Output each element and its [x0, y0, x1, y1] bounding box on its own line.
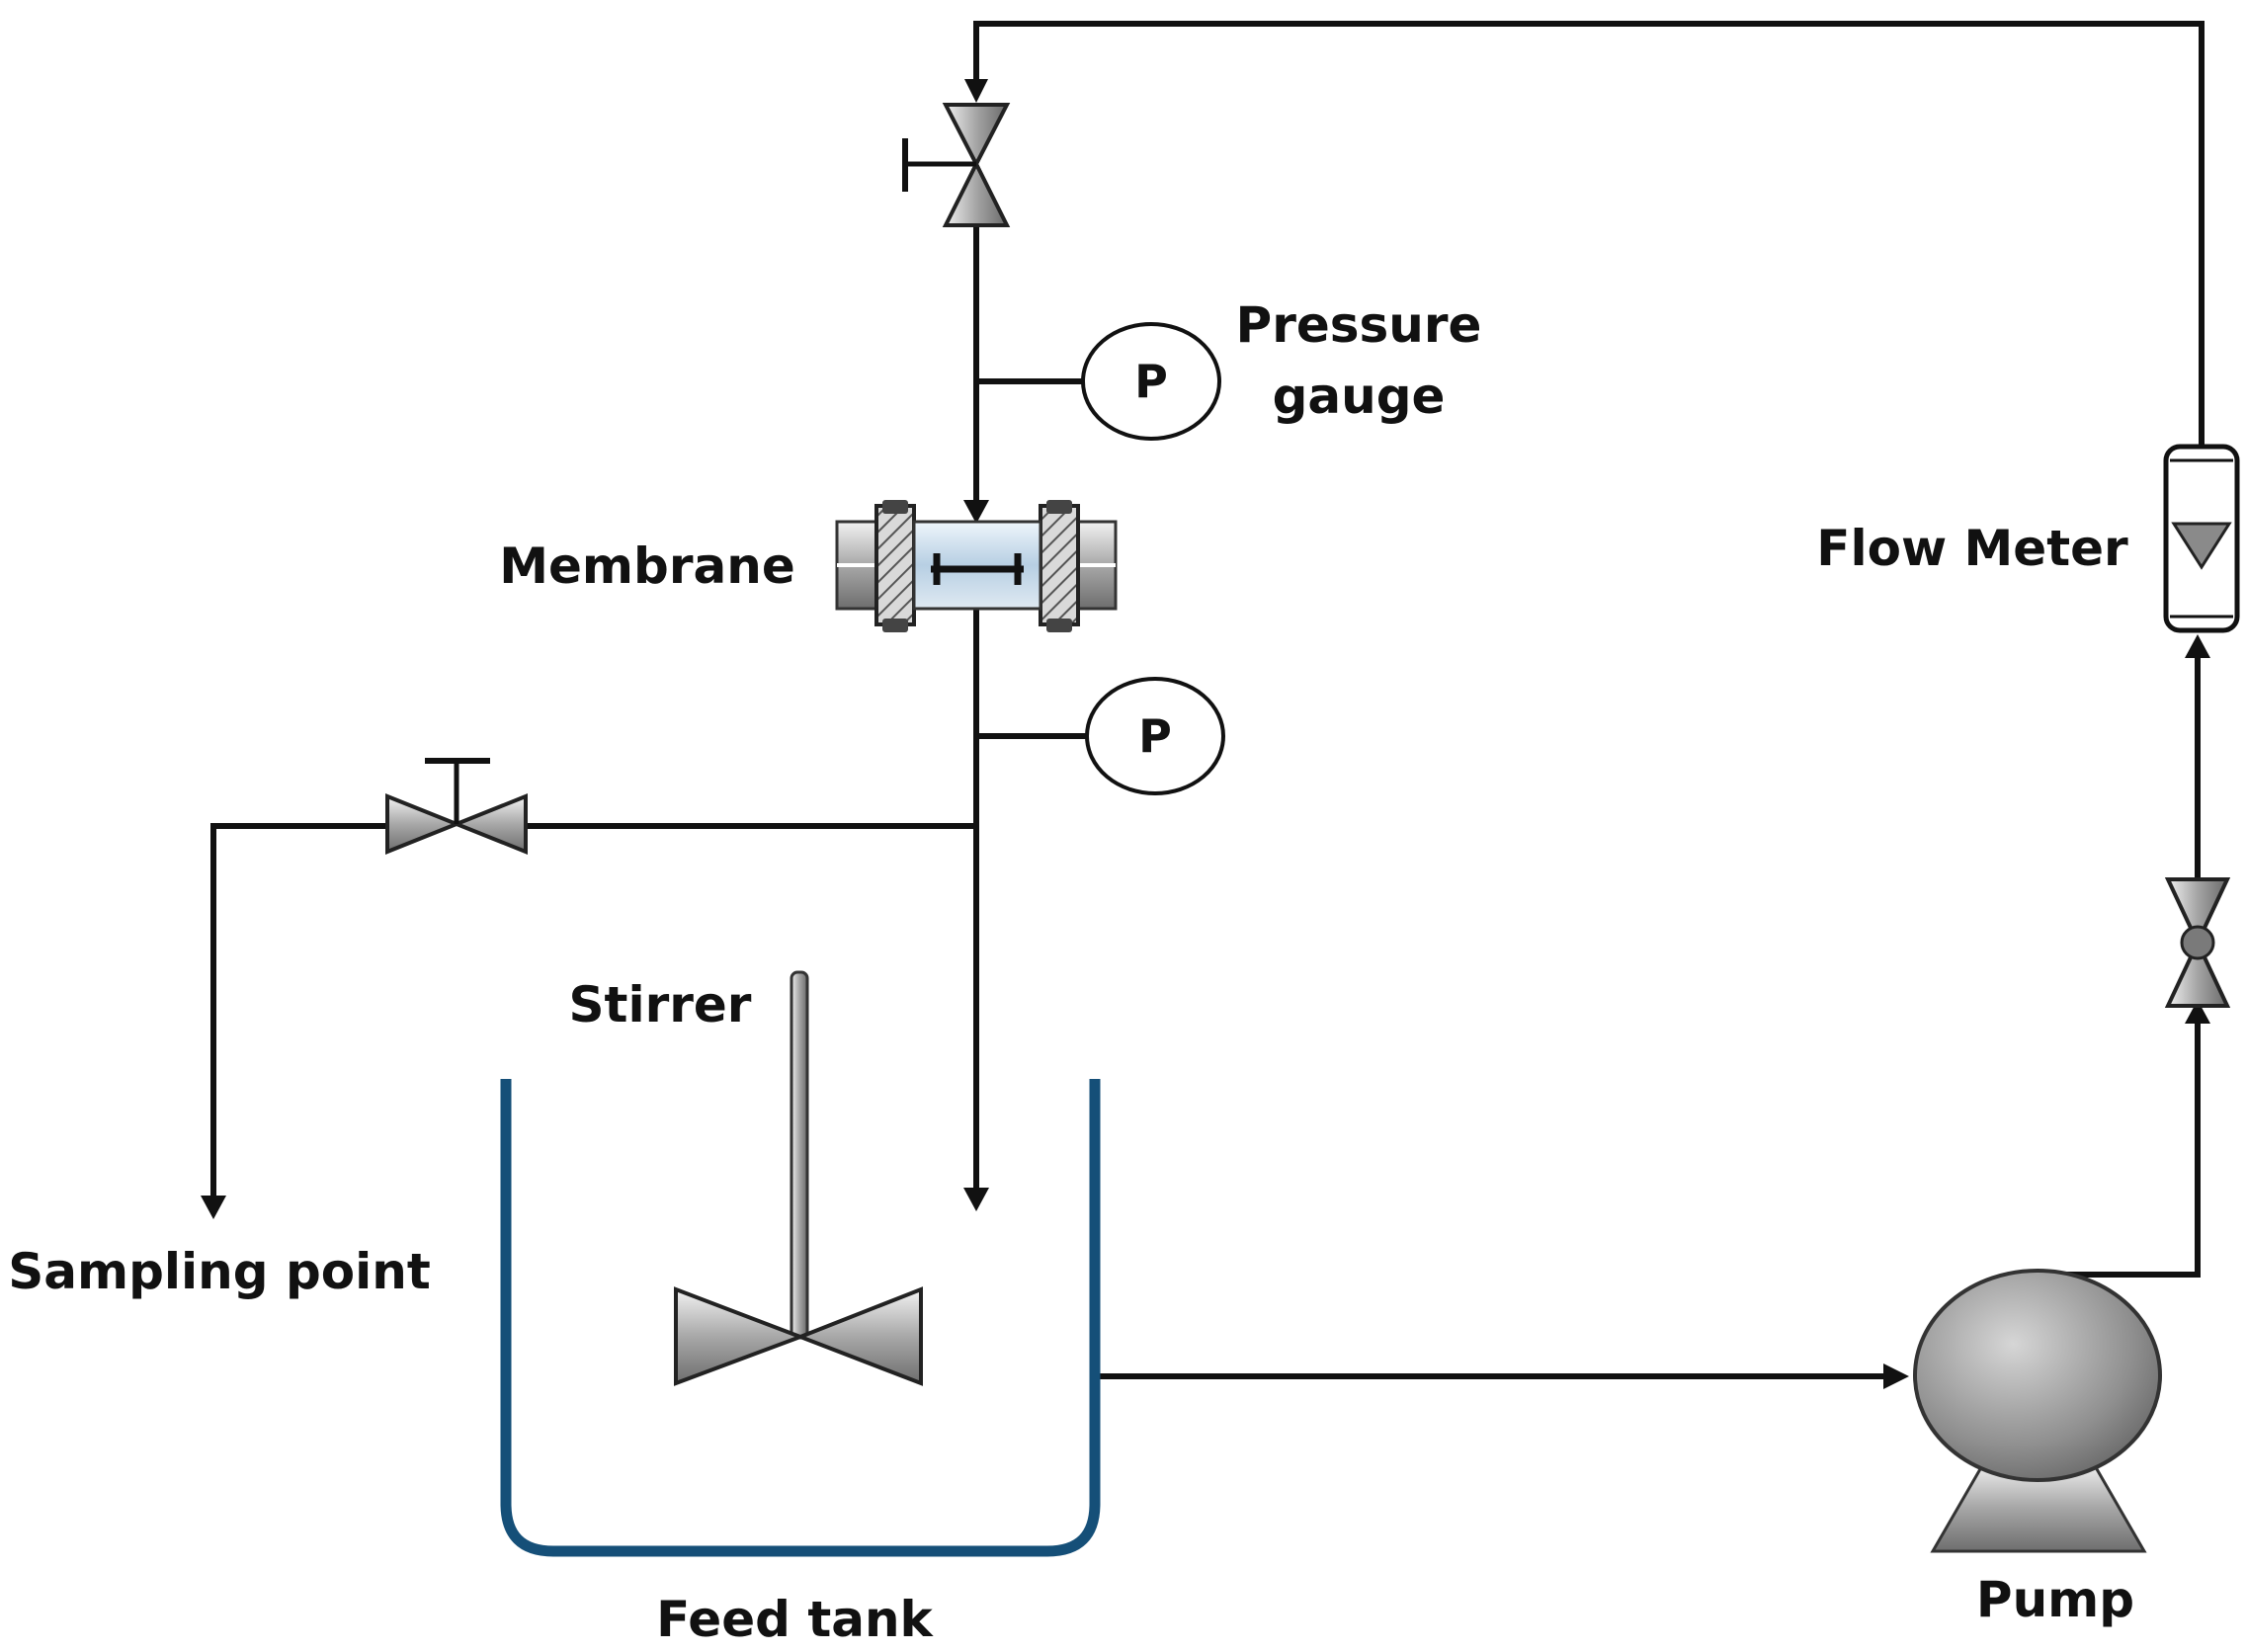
gauge-symbol: P: [1138, 709, 1172, 763]
sampling-point-label: Sampling point: [8, 1243, 431, 1300]
pump: [1913, 1269, 2162, 1553]
valve-body-upper: [2164, 877, 2231, 948]
pressure-gauge-label-line1: Pressure: [1236, 296, 1482, 354]
flange-bolt: [882, 500, 908, 514]
arrow-into-tank: [963, 1188, 989, 1211]
valve-body-left: [385, 793, 462, 855]
arrow-down-head: [964, 79, 988, 103]
membrane-label: Membrane: [499, 537, 794, 595]
valve-ball: [2180, 925, 2215, 960]
feed-tank: [500, 1079, 1101, 1557]
top-gate-valve[interactable]: [902, 103, 1011, 227]
gauge-circle: [1081, 322, 1221, 441]
valve-body-lower: [942, 159, 1011, 227]
pump-outlet-pipe: [2034, 1018, 2201, 1278]
gauge-symbol: P: [1134, 355, 1168, 408]
stirrer-blade-left: [674, 1286, 806, 1386]
arrow-to-sampling: [201, 1196, 226, 1219]
pressure-gauge-lower: P: [1085, 677, 1225, 795]
feed-tank-label: Feed tank: [656, 1591, 934, 1648]
valve-body-upper: [942, 103, 1011, 169]
stirrer: [674, 970, 923, 1386]
flange-bolt: [1046, 619, 1072, 632]
float-indicator: [2171, 522, 2232, 570]
arrow-into-membrane: [963, 500, 989, 524]
return-pipe: [973, 21, 2205, 451]
arrow-up-to-flowmeter: [2185, 634, 2210, 658]
pressure-gauge-label-line2: gauge: [1273, 368, 1446, 425]
arrow-up-to-valve: [2185, 1000, 2210, 1024]
right-flange: [1039, 504, 1080, 626]
flow-meter-label: Flow Meter: [1816, 520, 2128, 577]
valve-body-right: [451, 793, 528, 855]
pump-label: Pump: [1976, 1571, 2134, 1628]
pump-body: [1913, 1269, 2162, 1482]
membrane-module: [835, 500, 1118, 632]
flow-meter: [2163, 444, 2240, 633]
flange-bolt: [1046, 500, 1072, 514]
pressure-gauge-upper: P: [1081, 322, 1221, 441]
control-valve[interactable]: [2164, 877, 2231, 1008]
valve-body-lower: [2164, 938, 2231, 1008]
left-flange: [874, 504, 916, 626]
flange-bolt: [882, 619, 908, 632]
stirrer-shaft: [790, 970, 809, 1340]
pipe-network: [201, 21, 2210, 1389]
sampling-valve[interactable]: [385, 758, 528, 855]
stirrer-label: Stirrer: [569, 976, 752, 1033]
gauge-circle: [1085, 677, 1225, 795]
membrane-housing: [912, 520, 1042, 611]
stirrer-blade-right: [794, 1286, 923, 1386]
sampling-pipe-outlet: [210, 823, 387, 1205]
arrow-to-pump: [1883, 1363, 1909, 1389]
